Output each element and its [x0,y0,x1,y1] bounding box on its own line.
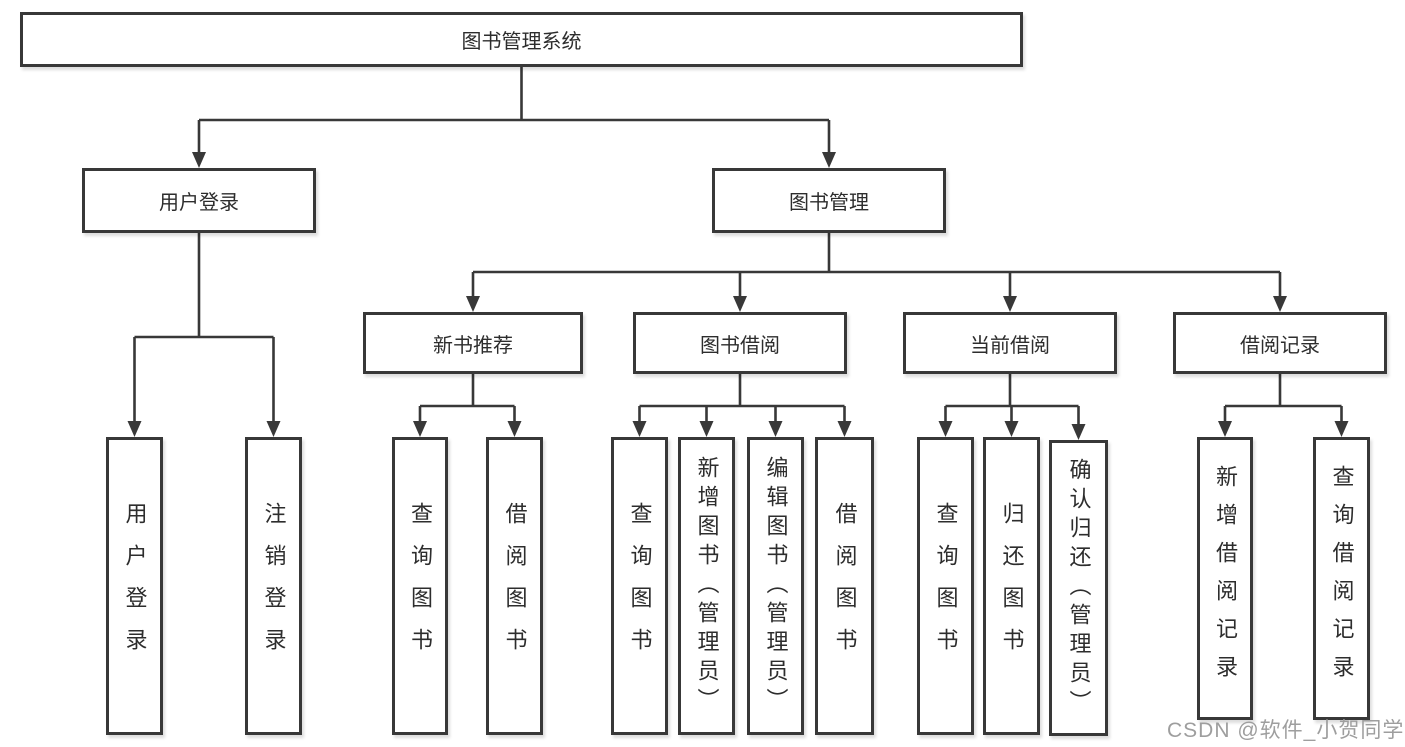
leaf-logout: 注销登录 [245,437,302,735]
node-borrow-records: 借阅记录 [1173,312,1387,374]
leaf-add-borrow-record: 新增借阅记录 [1197,437,1253,720]
connector-book-mgmt-children [466,233,1287,312]
leaf-borrow-books-recommend: 借阅图书 [486,437,543,735]
connector-root-to-level2 [192,67,836,168]
node-current-borrowing: 当前借阅 [903,312,1117,374]
leaf-edit-books-admin: 编辑图书（管理员） [747,437,804,735]
leaf-confirm-return-admin: 确认归还（管理员） [1049,440,1108,736]
node-user-login: 用户登录 [82,168,316,233]
connector-new-book-children [413,374,522,437]
leaf-query-borrow-record: 查询借阅记录 [1313,437,1370,720]
leaf-user-login: 用户登录 [106,437,163,735]
leaf-borrow-books-borrowing: 借阅图书 [815,437,874,735]
node-root-library-system: 图书管理系统 [20,12,1023,67]
leaf-return-books: 归还图书 [983,437,1040,735]
csdn-watermark: CSDN @软件_小贺同学 [1167,719,1405,742]
node-new-book-recommend: 新书推荐 [363,312,583,374]
connector-user-login-children [127,233,281,437]
connector-borrow-records-children [1218,374,1349,437]
leaf-add-books-admin: 新增图书（管理员） [678,437,735,735]
leaf-query-books-current: 查询图书 [917,437,974,735]
node-book-management: 图书管理 [712,168,946,233]
node-book-borrowing: 图书借阅 [633,312,847,374]
connector-current-borrow-children [938,374,1086,440]
leaf-query-books-borrowing: 查询图书 [611,437,668,735]
leaf-query-books-recommend: 查询图书 [392,437,448,735]
connector-book-borrow-children [632,374,852,437]
